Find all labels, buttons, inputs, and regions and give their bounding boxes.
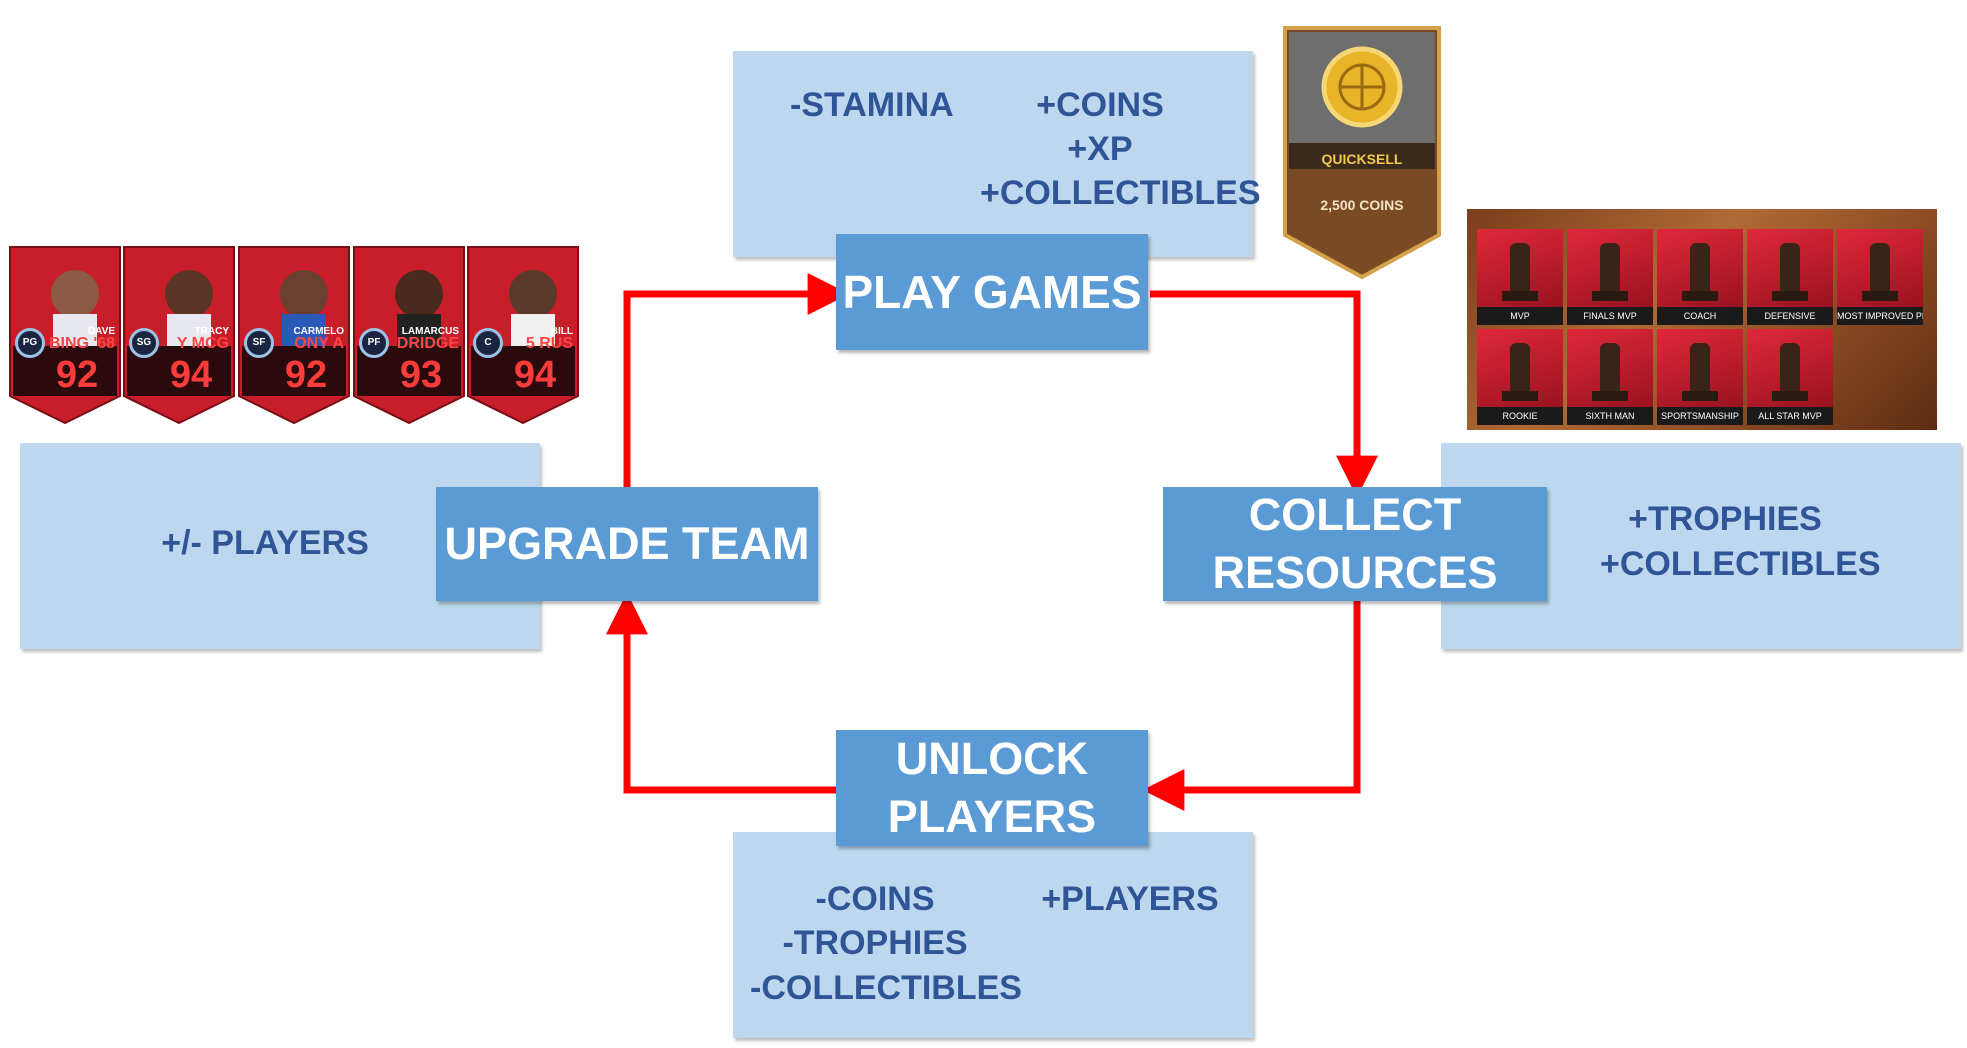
position-badge: SG: [129, 328, 159, 358]
position-badge: SF: [244, 328, 274, 358]
upgrade-change-players: +/- PLAYERS: [161, 524, 369, 562]
quicksell-shield-icon: [1283, 26, 1441, 280]
quicksell-label: QUICKSELL: [1321, 151, 1403, 167]
unlock-players-panel: [733, 832, 1253, 1038]
player-first-name: DAVE: [87, 326, 115, 337]
player-card: PG DAVE BING '68 92: [9, 246, 121, 424]
trophy-label: COACH: [1657, 307, 1743, 325]
player-last-name: 5 RUS: [525, 335, 573, 352]
arrow-collect-to-unlock: [1142, 601, 1361, 811]
trophy-card: FINALS MVP: [1567, 229, 1653, 325]
collect-gain-collectibles: +COLLECTIBLES: [1600, 545, 1881, 583]
unlock-cost-trophies: -TROPHIES: [782, 924, 968, 962]
player-last-name: Y MCG: [176, 335, 229, 352]
trophy-label: ALL STAR MVP: [1747, 407, 1833, 425]
node-unlock-line2: PLAYERS: [887, 791, 1097, 842]
player-rating: 92: [284, 354, 328, 396]
play-gain-xp: +XP: [1067, 130, 1133, 168]
player-card: C BILL 5 RUS 94: [467, 246, 579, 424]
node-collect-line1: COLLECT: [1248, 489, 1462, 540]
trophy-icon: [1600, 343, 1620, 393]
arrow-play-to-collect: [1150, 290, 1378, 498]
node-collect-resources: COLLECT RESOURCES: [1163, 487, 1547, 601]
card-shield-icon: [9, 246, 121, 424]
play-gain-coins: +COINS: [1036, 86, 1164, 124]
unlock-cost-coins: -COINS: [815, 880, 935, 918]
trophy-icon: [1870, 243, 1890, 293]
unlock-gain-players: +PLAYERS: [1041, 880, 1219, 918]
trophy-icon: [1690, 243, 1710, 293]
arrow-unlock-to-upgrade: [606, 592, 836, 794]
node-play-games-label: PLAY GAMES: [842, 266, 1142, 318]
trophy-label: SIXTH MAN: [1567, 407, 1653, 425]
node-upgrade-team: UPGRADE TEAM: [436, 487, 818, 601]
player-first-name: LAMARCUS: [401, 326, 459, 337]
player-first-name: CARMELO: [293, 326, 344, 337]
trophy-card: SIXTH MAN: [1567, 329, 1653, 425]
trophy-card: SPORTSMANSHIP: [1657, 329, 1743, 425]
unlock-cost-collectibles: -COLLECTIBLES: [750, 969, 1022, 1007]
quicksell-coins: 2,500 COINS: [1320, 197, 1404, 213]
player-card: PF LAMARCUS DRIDGE 93: [353, 246, 465, 424]
node-unlock-line1: UNLOCK: [895, 733, 1089, 784]
trophy-icon: [1780, 343, 1800, 393]
player-card: SF CARMELO ONY A 92: [238, 246, 350, 424]
arrow-upgrade-to-play: [623, 273, 850, 487]
player-first-name: BILL: [550, 326, 573, 337]
player-last-name: ONY A: [294, 335, 344, 352]
player-rating: 92: [55, 354, 99, 396]
trophy-label: MVP: [1477, 307, 1563, 325]
node-play-games: PLAY GAMES: [836, 234, 1148, 350]
trophy-label: ROOKIE: [1477, 407, 1563, 425]
play-gain-collectibles: +COLLECTIBLES: [980, 174, 1261, 212]
node-upgrade-team-label: UPGRADE TEAM: [444, 518, 810, 569]
trophy-icon: [1690, 343, 1710, 393]
play-games-panel: [733, 51, 1253, 257]
trophy-card: COACH: [1657, 229, 1743, 325]
position-badge: PG: [15, 328, 45, 358]
player-card: SG TRACY Y MCG 94: [123, 246, 235, 424]
player-rating: 93: [399, 354, 443, 396]
trophy-label: FINALS MVP: [1567, 307, 1653, 325]
player-rating: 94: [169, 354, 213, 396]
trophy-label: MOST IMPROVED PLAYER: [1837, 307, 1923, 325]
card-shield-icon: [467, 246, 579, 424]
collect-gain-trophies: +TROPHIES: [1628, 500, 1822, 538]
position-badge: PF: [359, 328, 389, 358]
trophy-card: MOST IMPROVED PLAYER: [1837, 229, 1923, 325]
trophy-card: ROOKIE: [1477, 329, 1563, 425]
node-collect-line2: RESOURCES: [1212, 547, 1498, 598]
trophy-label: SPORTSMANSHIP: [1657, 407, 1743, 425]
player-rating: 94: [513, 354, 557, 396]
quicksell-badge: QUICKSELL 2,500 COINS: [1282, 25, 1442, 280]
trophy-card: MVP: [1477, 229, 1563, 325]
node-unlock-players: UNLOCK PLAYERS: [836, 730, 1148, 846]
trophy-card: ALL STAR MVP: [1747, 329, 1833, 425]
card-shield-icon: [353, 246, 465, 424]
trophy-icon: [1510, 343, 1530, 393]
play-cost-stamina: -STAMINA: [790, 86, 954, 124]
trophy-icon: [1780, 243, 1800, 293]
player-last-name: BING '68: [48, 335, 115, 352]
trophy-collection: MVP FINALS MVP COACH DEFENSIVE MOST IMPR…: [1467, 209, 1937, 430]
position-badge: C: [473, 328, 503, 358]
trophy-label: DEFENSIVE: [1747, 307, 1833, 325]
player-first-name: TRACY: [194, 326, 229, 337]
trophy-icon: [1510, 243, 1530, 293]
player-last-name: DRIDGE: [396, 335, 459, 352]
trophy-icon: [1600, 243, 1620, 293]
trophy-card: DEFENSIVE: [1747, 229, 1833, 325]
